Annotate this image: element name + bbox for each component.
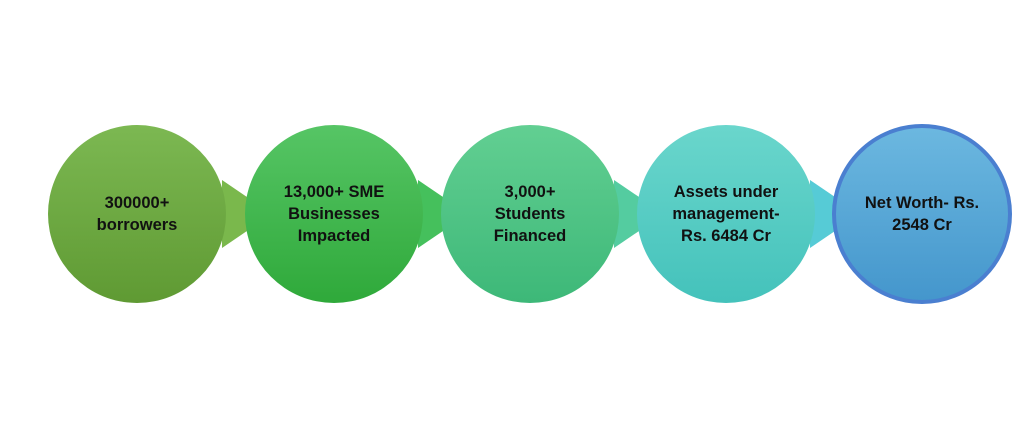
step-5-circle: Net Worth- Rs. 2548 Cr (832, 124, 1012, 304)
step-1-circle: 300000+ borrowers (47, 124, 227, 304)
step-2-circle: 13,000+ SME Businesses Impacted (244, 124, 424, 304)
step-1-label: 300000+ borrowers (96, 194, 178, 234)
step-4-circle: Assets under management- Rs. 6484 Cr (636, 124, 816, 304)
step-3-label: 3,000+ Students Financed (493, 183, 567, 245)
step-4-label: Assets under management- Rs. 6484 Cr (672, 183, 780, 245)
step-2-label: 13,000+ SME Businesses Impacted (283, 183, 385, 245)
step-5-label: Net Worth- Rs. 2548 Cr (864, 194, 980, 234)
step-3-circle: 3,000+ Students Financed (440, 124, 620, 304)
